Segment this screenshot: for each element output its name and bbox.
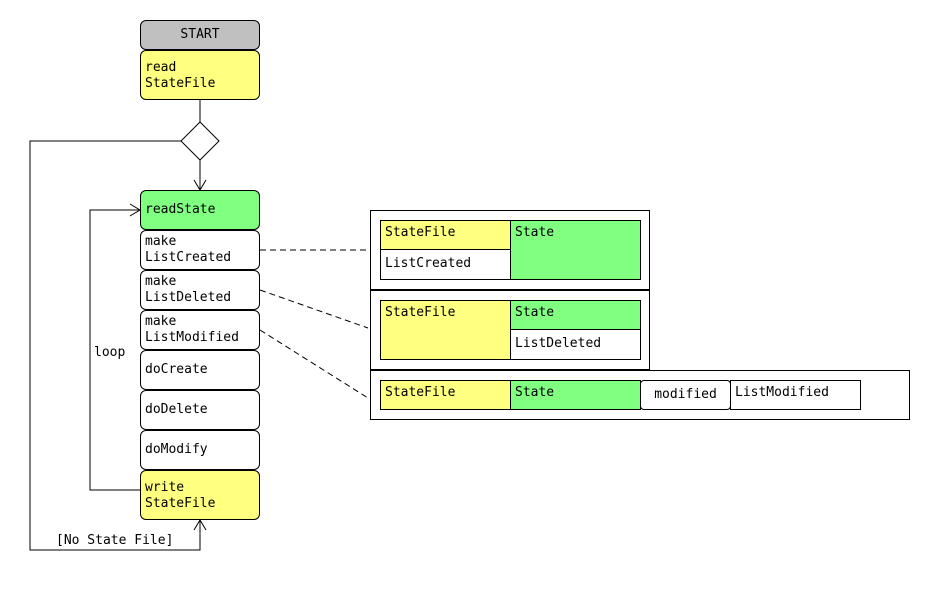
make-list-created-node: make ListCreated (140, 230, 260, 270)
make-list-modified-node: make ListModified (140, 310, 260, 350)
dash-list-deleted (259, 289, 369, 329)
deleted-state-cell: State (510, 300, 641, 330)
panel-list-modified: StateFile State modified ListModified (370, 370, 910, 420)
do-create-node: doCreate (140, 350, 260, 390)
edge-no-state-file (29, 140, 201, 551)
read-statefile-node: read StateFile (140, 50, 260, 100)
modified-statefile-cell: StateFile (380, 380, 511, 410)
panel-list-deleted: StateFile State ListDeleted (370, 290, 650, 370)
do-modify-node: doModify (140, 430, 260, 470)
modified-flag-cell: modified (640, 380, 731, 410)
arrowhead-write-statefile (193, 519, 207, 531)
make-list-deleted-node: make ListDeleted (140, 270, 260, 310)
panel-list-created: StateFile State ListCreated (370, 210, 650, 290)
edge-loop (89, 209, 140, 491)
read-state-node: readState (140, 190, 260, 230)
decision-diamond (180, 121, 220, 161)
modified-list-cell: ListModified (730, 380, 861, 410)
write-statefile-node: write StateFile (140, 470, 260, 520)
deleted-statefile-cell: StateFile (380, 300, 511, 360)
dash-list-modified (259, 329, 369, 399)
modified-state-cell: State (510, 380, 641, 410)
created-statefile-cell: StateFile (380, 220, 511, 250)
no-state-file-label: [No State File] (56, 533, 174, 548)
loop-label: loop (94, 345, 126, 360)
do-delete-node: doDelete (140, 390, 260, 430)
created-list-cell: ListCreated (380, 249, 511, 280)
deleted-list-cell: ListDeleted (510, 329, 641, 360)
start-node: START (140, 20, 260, 50)
created-state-cell: State (510, 220, 641, 280)
